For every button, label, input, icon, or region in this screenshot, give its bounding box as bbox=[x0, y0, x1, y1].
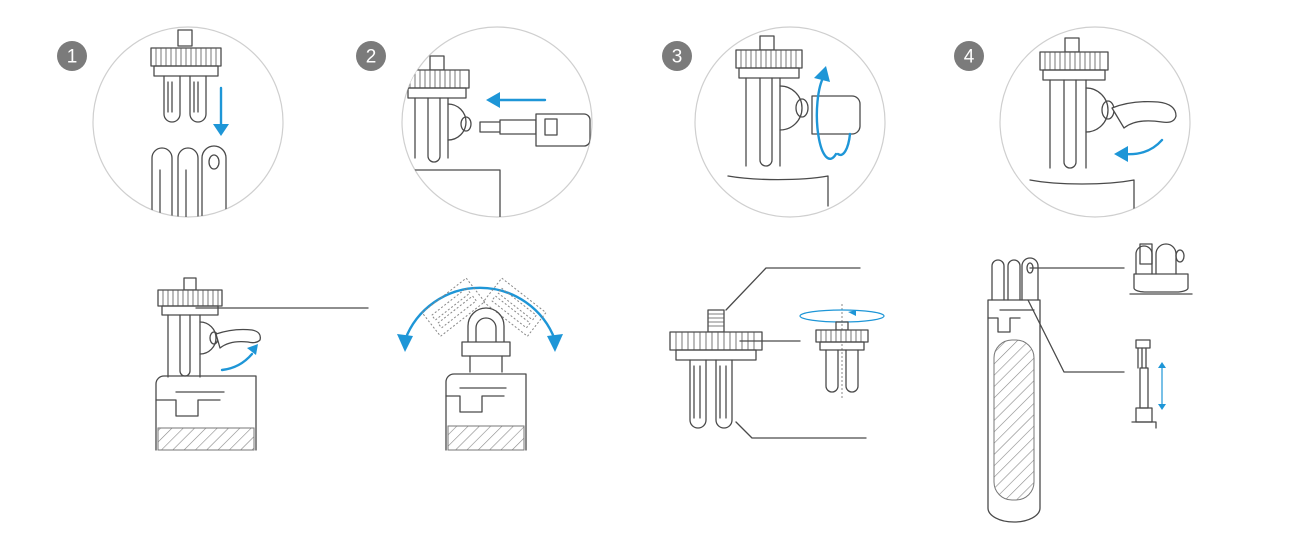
step-number-3: 3 bbox=[672, 47, 683, 68]
step-number-4: 4 bbox=[964, 47, 975, 68]
step-2-detail bbox=[401, 26, 593, 218]
rotation-range bbox=[397, 277, 563, 451]
grip-and-mounts bbox=[987, 243, 1193, 523]
mount-with-lever bbox=[155, 277, 369, 451]
step-3-detail bbox=[694, 26, 886, 218]
step-badge-1: 1 bbox=[57, 41, 87, 71]
step-4-detail bbox=[999, 26, 1191, 218]
step-number-2: 2 bbox=[366, 47, 377, 68]
step-badge-3: 3 bbox=[662, 41, 692, 71]
step-1-detail bbox=[92, 26, 284, 218]
step-badge-2: 2 bbox=[356, 41, 386, 71]
step-badge-4: 4 bbox=[954, 41, 984, 71]
adapter-callouts bbox=[669, 267, 885, 439]
step-number-1: 1 bbox=[67, 47, 78, 68]
